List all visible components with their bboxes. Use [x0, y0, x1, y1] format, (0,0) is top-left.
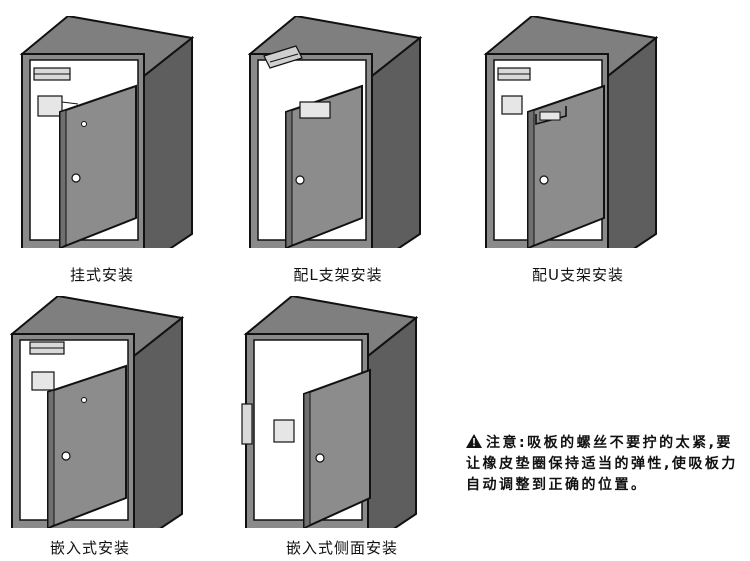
- diagram-embedded-side: [236, 296, 436, 528]
- warning-triangle-icon: [466, 434, 482, 448]
- diagram-l-bracket: [240, 16, 440, 248]
- caption-l-bracket: 配L支架安装: [293, 266, 383, 284]
- caption-embedded-side: 嵌入式侧面安装: [285, 539, 398, 557]
- caption-embedded: 嵌入式安装: [49, 539, 130, 557]
- caption-u-bracket: 配U支架安装: [532, 266, 624, 284]
- installation-note: 注意:吸板的螺丝不要拧的太紧,要让橡皮垫圈保持适当的弹性,使吸板力自动调整到正确…: [466, 433, 742, 496]
- diagram-hanging: [12, 16, 212, 248]
- caption-hanging: 挂式安装: [69, 266, 134, 284]
- note-text: 注意:吸板的螺丝不要拧的太紧,要让橡皮垫圈保持适当的弹性,使吸板力自动调整到正确…: [466, 435, 738, 493]
- diagram-embedded: [2, 296, 202, 528]
- diagram-u-bracket: [476, 16, 676, 248]
